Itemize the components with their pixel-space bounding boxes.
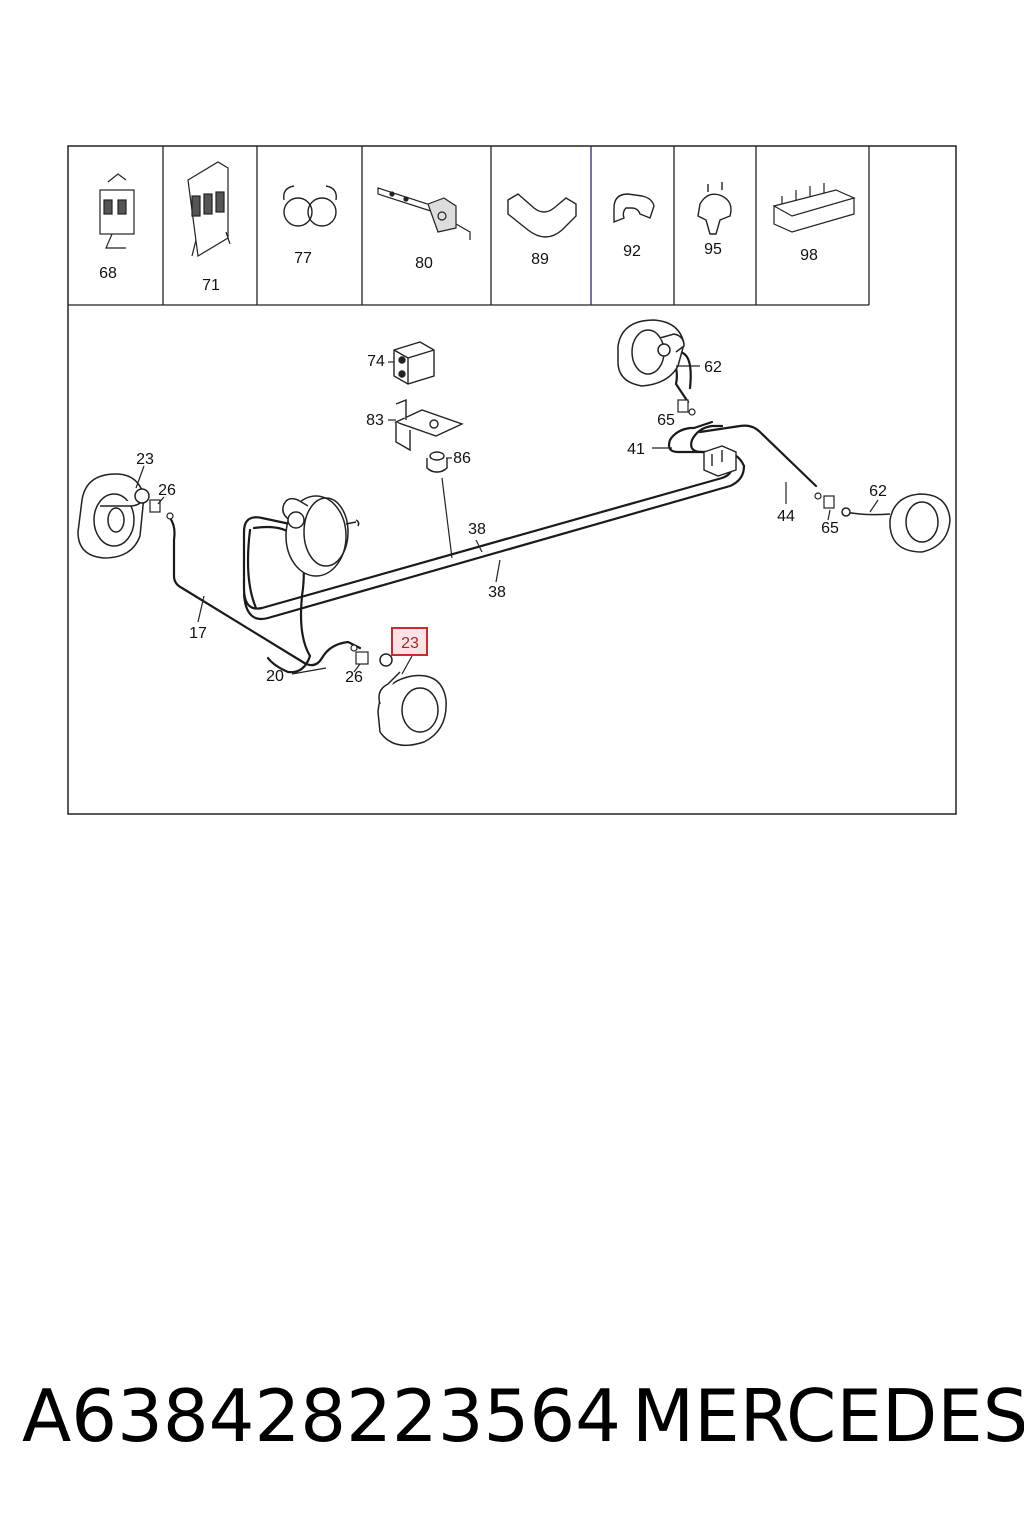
- lower-brake-drum-icon: [377, 653, 447, 747]
- clip-bracket-multi-icon: [187, 161, 231, 257]
- double-clip-icon: [283, 185, 337, 227]
- parts-diagram: 68 71 77 80 89 92 95 98: [67, 145, 957, 815]
- brake-lines: [168, 350, 818, 674]
- grommet-icon: [426, 451, 448, 473]
- callout-26-left: 26: [158, 482, 176, 499]
- brake-booster-icon: [282, 495, 360, 577]
- multi-holder-icon: [772, 183, 856, 233]
- u-channel-icon: [507, 193, 577, 238]
- legend-label-77: 77: [294, 250, 312, 267]
- line-clip-icons: [149, 399, 835, 665]
- part-number: A638428223564: [22, 1374, 621, 1458]
- legend-label-98: 98: [800, 247, 818, 264]
- highlight-box: [391, 627, 428, 656]
- callout-41: 41: [627, 441, 645, 458]
- callout-23-left: 23: [136, 451, 154, 468]
- callout-20: 20: [266, 668, 284, 685]
- callout-17: 17: [189, 625, 207, 642]
- legend-label-80: 80: [415, 255, 433, 272]
- callout-26-lower: 26: [345, 669, 363, 686]
- leader-lines: [135, 361, 879, 675]
- rubber-block-icon: [393, 341, 435, 385]
- callout-38-upper: 38: [468, 521, 486, 538]
- callout-23-highlighted: 23: [401, 635, 419, 652]
- callout-86: 86: [453, 450, 471, 467]
- strap-clip-icon: [377, 187, 471, 240]
- callout-65-upper: 65: [657, 412, 675, 429]
- legend-label-89: 89: [531, 251, 549, 268]
- right-upper-brake-disc-icon: [617, 319, 685, 387]
- clip-bracket-icon: [99, 173, 135, 249]
- clip-icon: [613, 193, 655, 224]
- diagram-frame: [67, 145, 957, 815]
- callout-65-lower: 65: [821, 520, 839, 537]
- distributor-block-icon: [703, 445, 737, 477]
- callout-62-lower: 62: [869, 483, 887, 500]
- callout-83: 83: [366, 412, 384, 429]
- callout-44: 44: [777, 508, 795, 525]
- right-rear-brake-disc-icon: [841, 493, 951, 553]
- callout-62-upper: 62: [704, 359, 722, 376]
- legend-label-95: 95: [704, 241, 722, 258]
- legend-label-71: 71: [202, 277, 220, 294]
- left-front-brake-disc-icon: [77, 473, 150, 559]
- legend-label-92: 92: [623, 243, 641, 260]
- callout-74: 74: [367, 353, 385, 370]
- callout-38-lower: 38: [488, 584, 506, 601]
- legend-label-68: 68: [99, 265, 117, 282]
- bracket-plate-icon: [394, 398, 464, 452]
- push-clip-icon: [697, 182, 732, 235]
- legend-row: [68, 146, 870, 306]
- brand-name: MERCEDES: [632, 1374, 1024, 1458]
